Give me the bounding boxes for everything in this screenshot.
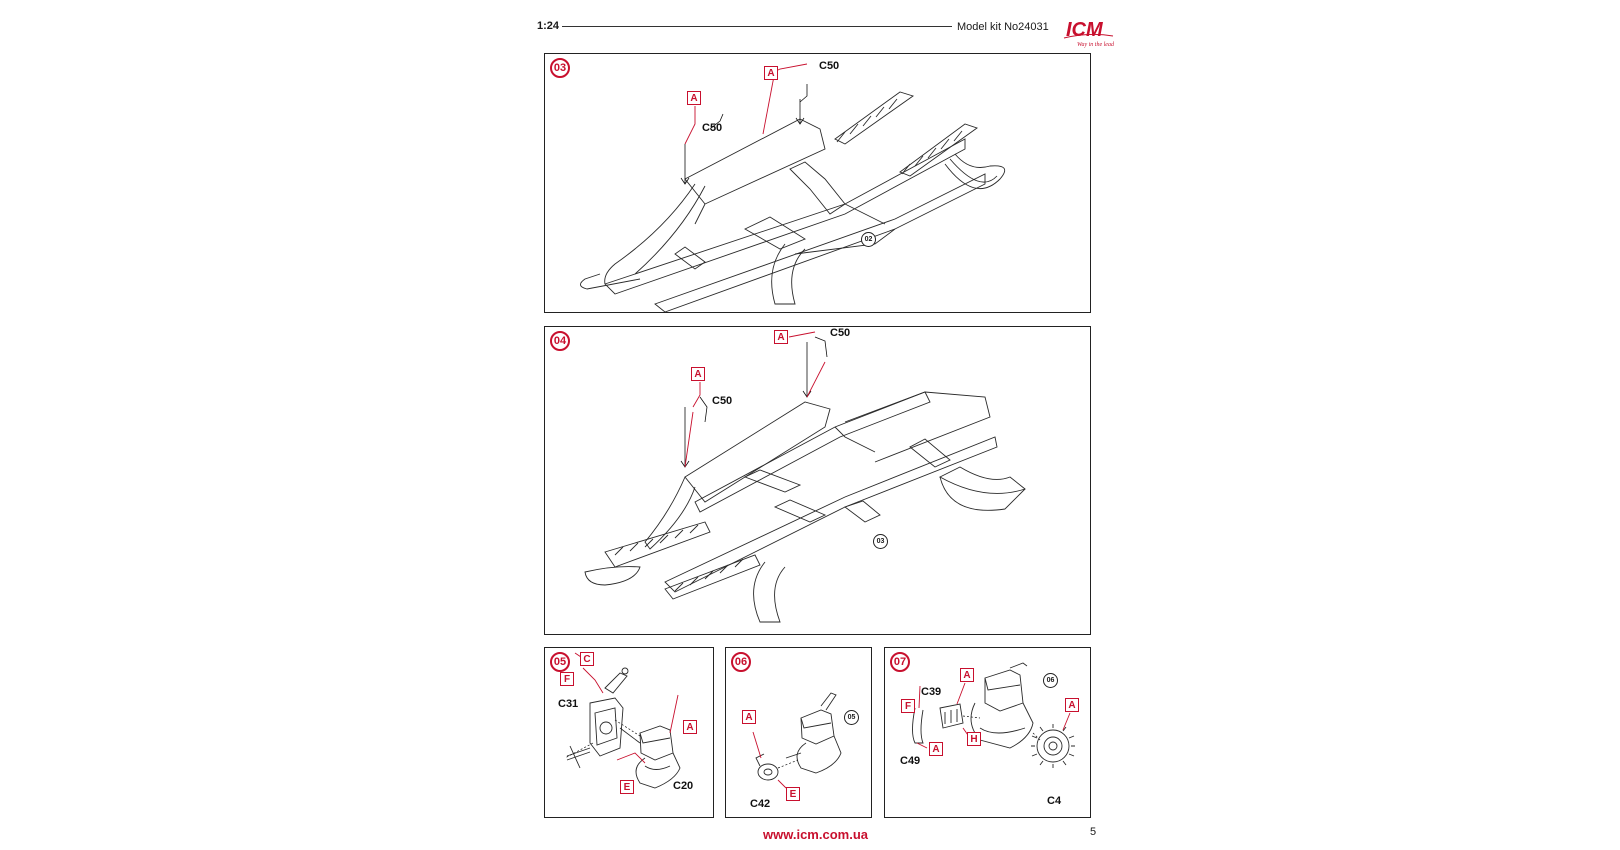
part-tag-c-05: C <box>580 652 594 666</box>
part-label-c42-06: C42 <box>750 798 771 810</box>
reference-step-03: 03 <box>873 534 888 549</box>
part-tag-a-07-2: A <box>929 742 943 756</box>
part-tag-a-07-1: A <box>960 668 974 682</box>
reference-step-02: 02 <box>861 232 876 247</box>
chassis-frame-drawing-04 <box>584 331 1026 623</box>
part-label-c50-04-2: C50 <box>830 327 851 339</box>
gear-assembly-drawing-07 <box>912 662 1075 768</box>
part-label-c50-03-1: C50 <box>702 122 723 134</box>
step-04-badge: 04 <box>550 331 570 351</box>
part-tag-a-03-2: A <box>764 66 778 80</box>
part-tag-a-04-2: A <box>774 330 788 344</box>
step-06-panel: 06 A 05 E C42 <box>725 647 872 818</box>
reference-step-05: 05 <box>844 710 859 725</box>
website-link[interactable]: www.icm.com.ua <box>763 827 868 842</box>
part-label-c4-07: C4 <box>1047 795 1062 807</box>
pulley-assembly-drawing-06 <box>752 692 842 789</box>
part-tag-f-05: F <box>560 672 574 686</box>
step-04-panel: 04 <box>544 326 1091 635</box>
step-03-panel: 03 <box>544 53 1091 313</box>
step-07-badge: 07 <box>890 652 910 672</box>
part-tag-e-05: E <box>620 780 634 794</box>
step-03-badge: 03 <box>550 58 570 78</box>
step-05-badge: 05 <box>550 652 570 672</box>
step-07-panel: 07 <box>884 647 1091 818</box>
step-05-panel: 05 <box>544 647 714 818</box>
part-tag-e-06: E <box>786 787 800 801</box>
part-tag-a-06: A <box>742 710 756 724</box>
part-label-c20-05: C20 <box>673 780 694 792</box>
scale-label: 1:24 <box>537 20 560 32</box>
header-rule <box>562 26 952 27</box>
part-label-c31-05: C31 <box>558 698 579 710</box>
icm-logo: ICM Way in the lead <box>1063 19 1115 48</box>
part-tag-f-07: F <box>901 699 915 713</box>
part-tag-h-07: H <box>967 732 981 746</box>
model-kit-label: Model kit No24031 <box>957 21 1049 33</box>
part-tag-a-03-1: A <box>687 91 701 105</box>
page-number: 5 <box>1090 826 1097 838</box>
part-tag-a-05: A <box>683 720 697 734</box>
part-label-c39-07: C39 <box>921 686 942 698</box>
svg-text:ICM: ICM <box>1066 19 1104 41</box>
reference-step-06: 06 <box>1043 673 1058 688</box>
svg-text:Way in the lead: Way in the lead <box>1077 42 1115 48</box>
chassis-frame-drawing-03 <box>580 63 1006 313</box>
part-tag-a-04-1: A <box>691 367 705 381</box>
step-06-badge: 06 <box>731 652 751 672</box>
part-tag-a-07-3: A <box>1065 698 1079 712</box>
part-label-c50-03-2: C50 <box>819 60 840 72</box>
compressor-assembly-drawing-05 <box>564 652 681 789</box>
part-label-c50-04-1: C50 <box>712 395 733 407</box>
part-label-c49-07: C49 <box>900 755 921 767</box>
